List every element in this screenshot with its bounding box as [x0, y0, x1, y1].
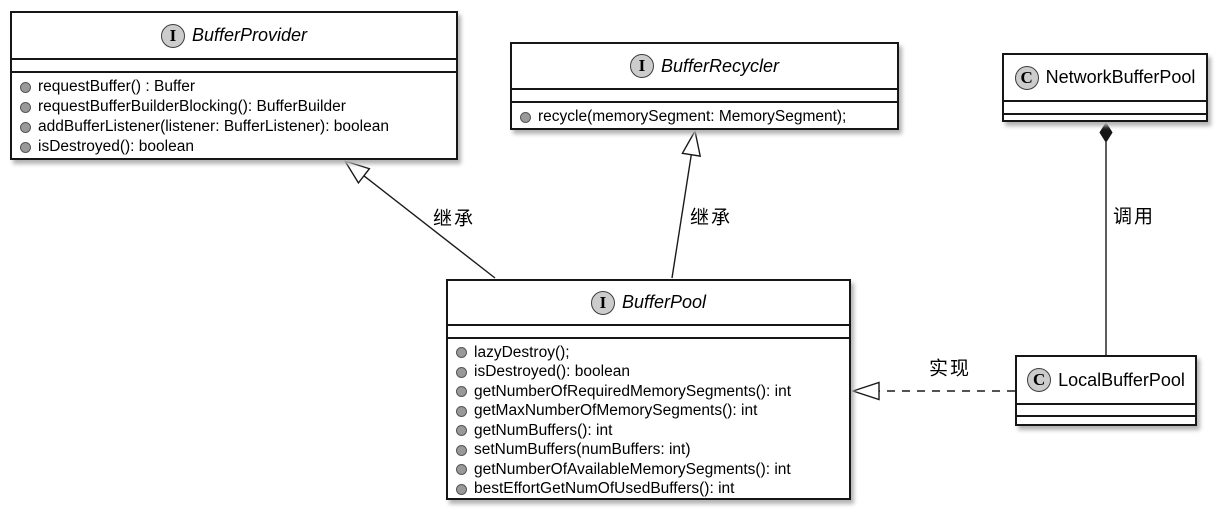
method-label: lazyDestroy();	[474, 343, 570, 361]
methods-compartment: requestBuffer() : Buffer requestBufferBu…	[12, 73, 456, 158]
method-visibility-icon	[20, 101, 31, 113]
methods-compartment: lazyDestroy(); isDestroyed(): boolean ge…	[448, 339, 849, 498]
method-label: addBufferListener(listener: BufferListen…	[38, 118, 389, 135]
method-visibility-icon	[20, 121, 31, 133]
class-name: LocalBufferPool	[1058, 369, 1185, 390]
method-label: getNumberOfAvailableMemorySegments(): in…	[474, 460, 791, 478]
edge-label-calls-networkbufferpool: 调用	[1112, 206, 1156, 228]
methods-compartment	[1004, 115, 1206, 120]
method-label: isDestroyed(): boolean	[474, 363, 630, 381]
method-row: setNumBuffers(numBuffers: int)	[456, 441, 841, 461]
method-row: getNumberOfAvailableMemorySegments(): in…	[456, 460, 841, 480]
method-row: isDestroyed(): boolean	[456, 363, 841, 383]
generalization-arrowhead-bufferrecycler	[681, 129, 702, 157]
fields-compartment	[1004, 102, 1206, 115]
class-box-bufferprovider: I BufferProvider requestBuffer() : Buffe…	[10, 11, 458, 160]
method-visibility-icon	[456, 366, 467, 378]
methods-compartment	[1017, 417, 1195, 424]
method-label: getMaxNumberOfMemorySegments(): int	[474, 402, 758, 420]
method-label: bestEffortGetNumOfUsedBuffers(): int	[474, 480, 735, 498]
method-visibility-icon	[456, 386, 467, 398]
method-row: getMaxNumberOfMemorySegments(): int	[456, 402, 841, 422]
class-name: BufferProvider	[191, 25, 308, 45]
interface-badge-icon: I	[629, 54, 654, 78]
class-box-bufferpool: I BufferPool lazyDestroy(); isDestroyed(…	[446, 279, 851, 500]
method-label: requestBuffer() : Buffer	[38, 78, 196, 95]
method-row: bestEffortGetNumOfUsedBuffers(): int	[456, 480, 841, 499]
method-visibility-icon	[456, 425, 467, 437]
method-row: requestBuffer() : Buffer	[20, 77, 448, 97]
edge-label-extends-bufferprovider: 继承	[432, 208, 476, 230]
generalization-arrowhead-bufferprovider	[343, 159, 371, 185]
class-title-bufferrecycler: I BufferRecycler	[512, 44, 897, 90]
fields-compartment	[512, 90, 897, 103]
class-title-networkbufferpool: C NetworkBufferPool	[1004, 55, 1206, 102]
class-box-localbufferpool: C LocalBufferPool	[1015, 355, 1197, 426]
method-row: getNumBuffers(): int	[456, 421, 841, 441]
method-row: getNumberOfRequiredMemorySegments(): int	[456, 382, 841, 402]
method-visibility-icon	[456, 347, 467, 359]
edge-label-implements-bufferpool: 实现	[928, 358, 972, 380]
method-row: requestBufferBuilderBlocking(): BufferBu…	[20, 97, 448, 117]
method-label: setNumBuffers(numBuffers: int)	[474, 441, 691, 459]
composition-diamond-networkbufferpool	[1099, 122, 1113, 143]
fields-compartment	[448, 326, 849, 339]
class-name: NetworkBufferPool	[1045, 67, 1196, 87]
edge-label-extends-bufferrecycler: 继承	[689, 207, 733, 229]
class-badge-icon: C	[1014, 65, 1039, 90]
method-row: recycle(memorySegment: MemorySegment);	[520, 107, 889, 127]
interface-badge-icon: I	[590, 290, 615, 315]
method-label: getNumberOfRequiredMemorySegments(): int	[474, 382, 792, 400]
method-label: isDestroyed(): boolean	[38, 138, 194, 155]
generalization-line-bufferpool-bufferrecycler	[671, 154, 692, 279]
method-visibility-icon	[520, 111, 531, 123]
method-row: isDestroyed(): boolean	[20, 137, 448, 157]
method-label: requestBufferBuilderBlocking(): BufferBu…	[38, 98, 346, 115]
method-row: lazyDestroy();	[456, 343, 841, 363]
method-label: getNumBuffers(): int	[474, 421, 613, 439]
class-name: BufferRecycler	[660, 55, 780, 76]
class-title-bufferpool: I BufferPool	[448, 281, 849, 326]
method-label: recycle(memorySegment: MemorySegment);	[538, 108, 847, 125]
realization-arrowhead-bufferpool	[850, 381, 880, 401]
method-visibility-icon	[456, 464, 467, 476]
class-box-bufferrecycler: I BufferRecycler recycle(memorySegment: …	[510, 42, 899, 130]
method-visibility-icon	[456, 444, 467, 456]
method-row: addBufferListener(listener: BufferListen…	[20, 117, 448, 137]
class-title-bufferprovider: I BufferProvider	[12, 13, 456, 60]
method-visibility-icon	[456, 483, 467, 495]
generalization-line-bufferpool-bufferprovider	[363, 175, 496, 279]
class-title-localbufferpool: C LocalBufferPool	[1017, 357, 1195, 405]
method-visibility-icon	[20, 141, 31, 153]
methods-compartment: recycle(memorySegment: MemorySegment);	[512, 103, 897, 128]
interface-badge-icon: I	[160, 23, 185, 48]
class-badge-icon: C	[1027, 368, 1052, 392]
method-visibility-icon	[456, 405, 467, 417]
class-box-networkbufferpool: C NetworkBufferPool	[1002, 53, 1208, 122]
class-name: BufferPool	[621, 292, 707, 312]
method-visibility-icon	[20, 81, 31, 93]
fields-compartment	[12, 60, 456, 73]
fields-compartment	[1017, 405, 1195, 417]
